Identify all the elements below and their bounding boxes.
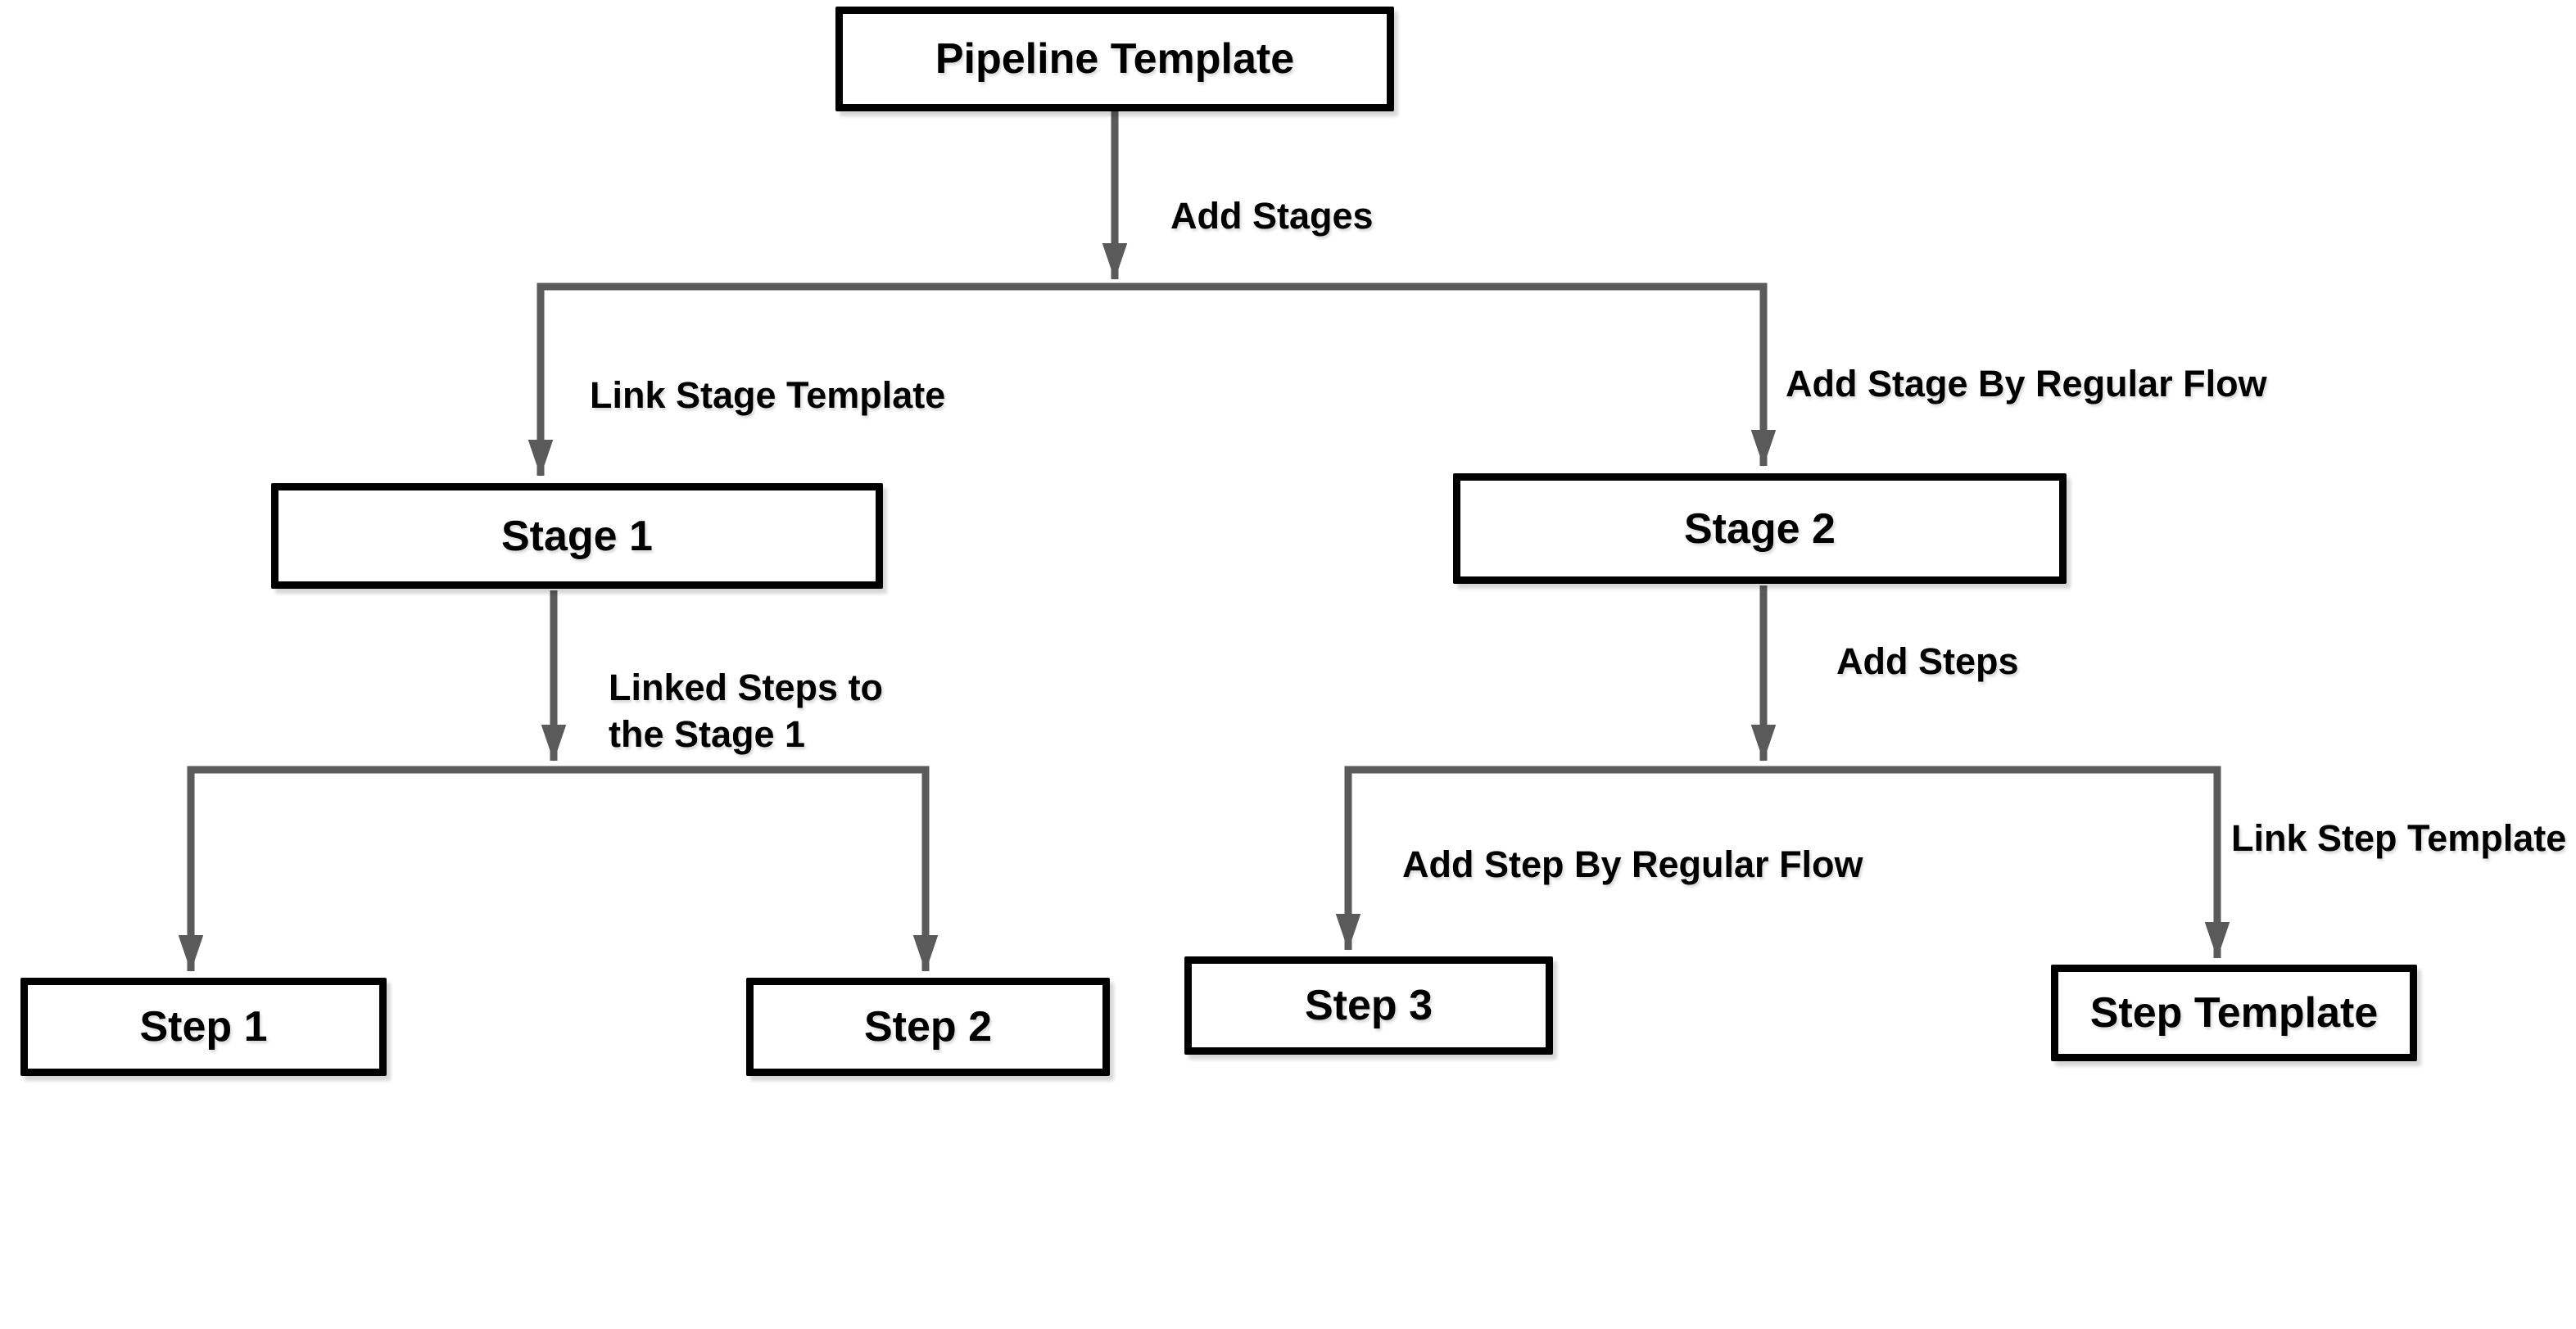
edge-label-link-stage-template: Link Stage Template <box>590 374 946 416</box>
edge-label-add-step-by-regular-flow: Add Step By Regular Flow <box>1402 843 1863 885</box>
node-step-3-label: Step 3 <box>1304 982 1433 1029</box>
node-step-3: Step 3 <box>1184 956 1553 1055</box>
edge-label-linked-steps-to-stage1: Linked Steps to the Stage 1 <box>609 667 884 755</box>
node-step-2-label: Step 2 <box>863 1003 993 1051</box>
node-step-template: Step Template <box>2051 965 2417 1061</box>
edge-label-add-stages: Add Stages <box>1170 195 1374 237</box>
node-stage-2-label: Stage 2 <box>1684 504 1836 553</box>
node-step-1: Step 1 <box>20 978 387 1076</box>
edge-label-add-steps: Add Steps <box>1836 640 2019 682</box>
node-step-2: Step 2 <box>746 978 1110 1076</box>
node-stage-2: Stage 2 <box>1453 473 2067 584</box>
node-pipeline-template-label: Pipeline Template <box>935 35 1295 83</box>
node-step-1-label: Step 1 <box>139 1003 268 1051</box>
node-pipeline-template: Pipeline Template <box>835 7 1394 111</box>
node-stage-1: Stage 1 <box>271 483 883 589</box>
edge-label-link-step-template: Link Step Template <box>2231 817 2567 859</box>
edge-label-add-stage-by-regular-flow: Add Stage By Regular Flow <box>1786 363 2267 405</box>
node-step-template-label: Step Template <box>2089 989 2379 1037</box>
node-stage-1-label: Stage 1 <box>501 512 653 560</box>
